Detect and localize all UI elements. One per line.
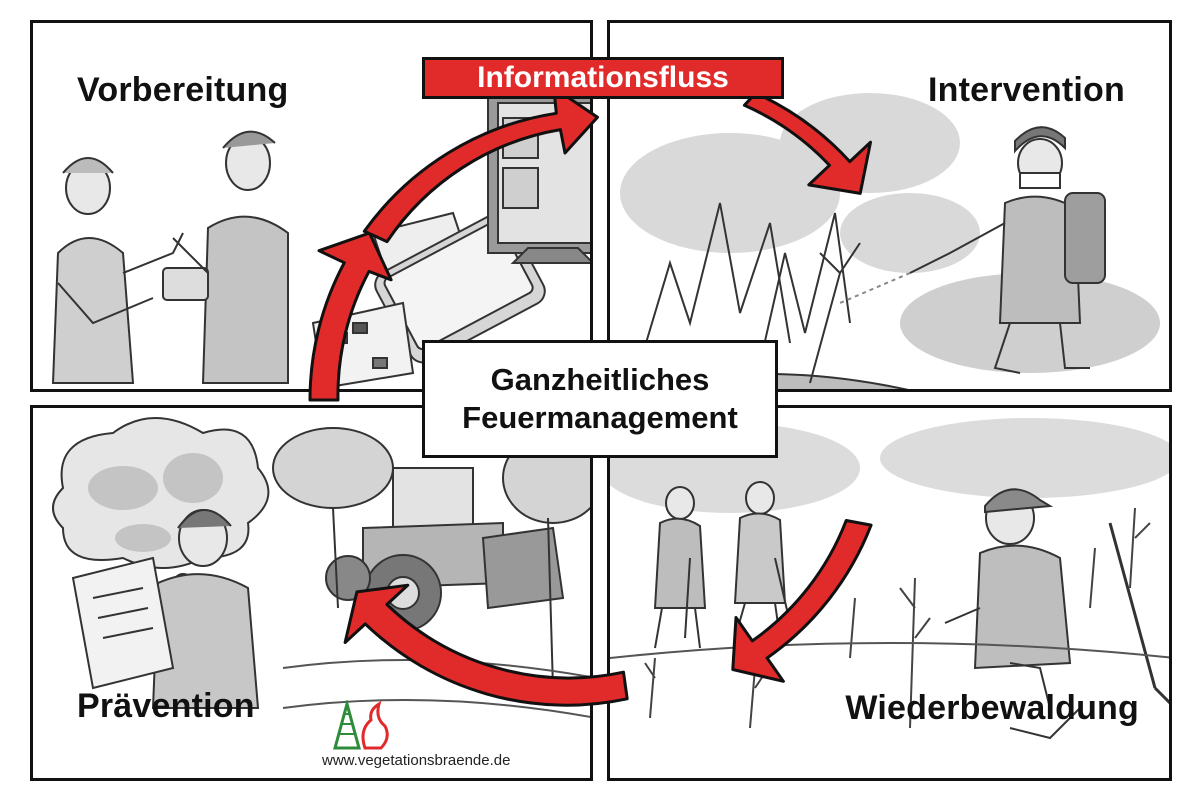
center-title-line-2: Feuermanagement xyxy=(462,400,738,435)
panel-wiederbewaldung: Wiederbewaldung xyxy=(607,405,1172,781)
information-flow-banner: Informationsfluss xyxy=(422,57,784,99)
arrow-top-left xyxy=(362,86,599,244)
arrow-top-right xyxy=(742,91,872,195)
label-wiederbewaldung: Wiederbewaldung xyxy=(845,689,1139,727)
arrow-bottom-left xyxy=(343,583,629,707)
arrow-left xyxy=(308,231,393,402)
person-illustration xyxy=(51,157,184,384)
label-intervention: Intervention xyxy=(928,71,1125,109)
panel-praevention: Prävention xyxy=(30,405,593,781)
center-title-box: Ganzheitliches Feuermanagement xyxy=(422,340,778,458)
arrow-bottom-right xyxy=(731,519,873,683)
illustration-prevention xyxy=(52,417,590,718)
label-vorbereitung: Vorbereitung xyxy=(77,71,289,109)
illustration-reforestation xyxy=(610,418,1169,740)
tree-flame-logo xyxy=(333,700,389,750)
website-link[interactable]: www.vegetationsbraende.de xyxy=(322,752,511,769)
label-praevention: Prävention xyxy=(77,687,255,725)
center-title-line-1: Ganzheitliches xyxy=(490,362,710,397)
